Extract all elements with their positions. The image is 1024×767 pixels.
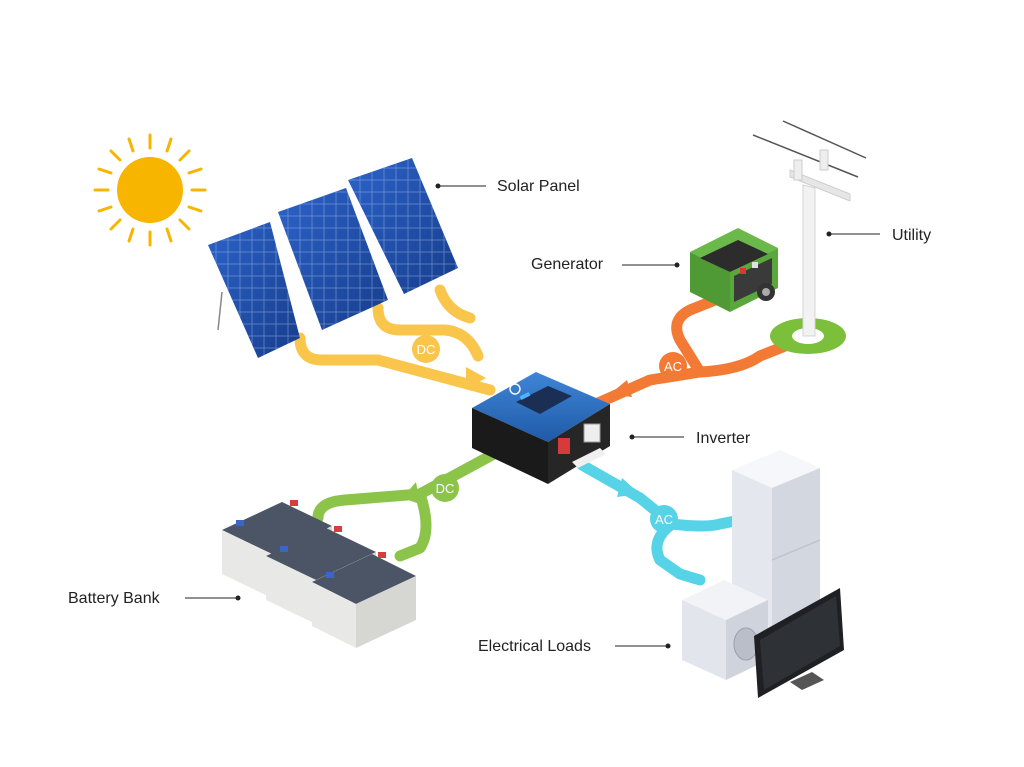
svg-text:DC: DC	[417, 342, 436, 357]
washing-machine-icon	[682, 580, 768, 680]
battery-dc-badge: DC	[431, 474, 459, 502]
solar-panel-array	[208, 158, 458, 358]
utility-label: Utility	[892, 227, 931, 244]
svg-text:AC: AC	[664, 359, 682, 374]
generator-callout: Generator	[531, 256, 680, 273]
grid-flow-arrow	[610, 380, 632, 397]
electrical-loads-icon	[682, 450, 844, 698]
inverter-icon	[472, 372, 610, 484]
battery-bank-icon	[222, 500, 416, 648]
svg-text:DC: DC	[436, 481, 455, 496]
solar-panel-3	[348, 158, 458, 294]
electrical-loads-label: Electrical Loads	[478, 638, 591, 655]
loads-ac-badge: AC	[650, 505, 678, 533]
inverter-callout: Inverter	[629, 430, 751, 447]
solar-flow-arrow	[466, 367, 486, 389]
solar-panel-label: Solar Panel	[497, 178, 580, 195]
utility-pole-icon	[752, 120, 867, 354]
solar-flow-line	[294, 284, 496, 396]
generator-label: Generator	[531, 256, 604, 273]
battery-bank-callout: Battery Bank	[68, 590, 241, 607]
svg-text:AC: AC	[655, 512, 673, 527]
solar-dc-badge: DC	[412, 335, 440, 363]
loads-flow-arrow	[617, 478, 640, 497]
generator-icon	[690, 228, 778, 312]
battery-flow-arrow	[402, 482, 420, 504]
television-icon	[754, 588, 844, 698]
solar-panel-1	[208, 222, 300, 358]
sun-icon	[93, 133, 207, 247]
solar-panel-callout: Solar Panel	[435, 178, 580, 195]
battery-flow-line	[312, 449, 498, 562]
battery-bank-label: Battery Bank	[68, 590, 161, 607]
electrical-loads-callout: Electrical Loads	[478, 638, 671, 655]
utility-callout: Utility	[826, 227, 931, 244]
battery-3	[312, 552, 416, 648]
grid-flow-line	[592, 294, 796, 409]
solar-panel-2	[278, 188, 388, 330]
grid-ac-badge: AC	[659, 352, 687, 380]
inverter-label: Inverter	[696, 430, 751, 447]
